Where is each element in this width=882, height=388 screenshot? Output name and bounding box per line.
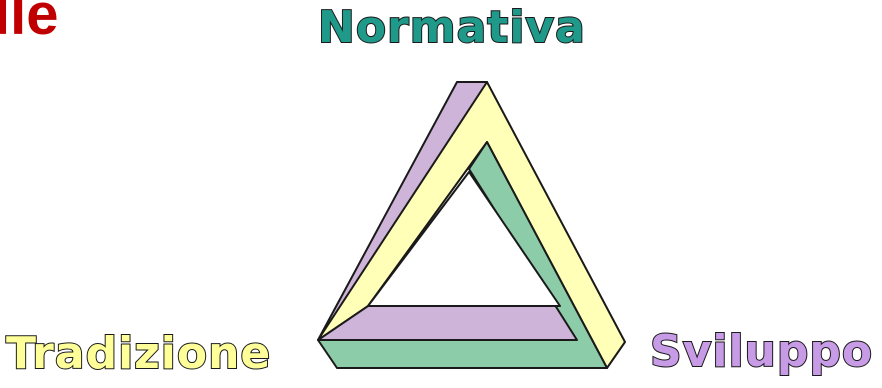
impossible-triangle-diagram: [0, 0, 882, 388]
